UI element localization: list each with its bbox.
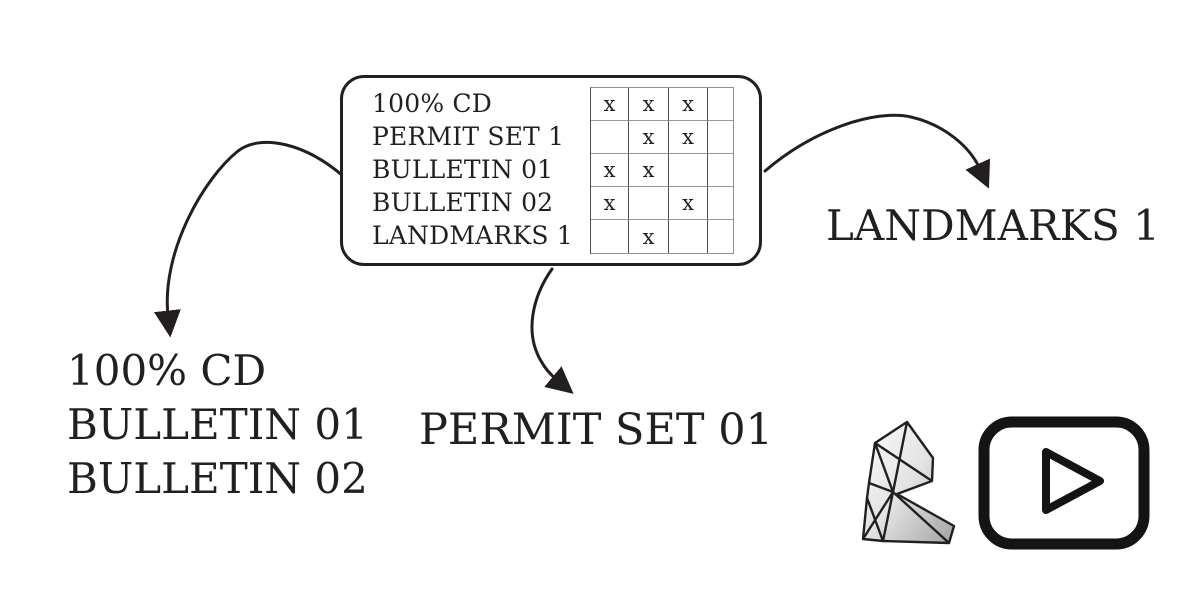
matrix-row-label: LANDMARKS 1 (372, 221, 573, 250)
matrix-cell-empty (591, 121, 629, 154)
callout-left-list-line: BULLETIN 02 (67, 454, 368, 503)
matrix-cell-marked: x (629, 88, 669, 121)
revit-logo-icon (861, 420, 956, 545)
matrix-row-label: PERMIT SET 1 (372, 122, 565, 151)
matrix-row-labels: 100% CD PERMIT SET 1 BULLETIN 01 BULLETIN 0… (372, 87, 573, 252)
callout-left-list: 100% CD BULLETIN 01 BULLETIN 02 (67, 344, 368, 506)
arrow-to-landmarks (763, 113, 991, 189)
matrix-cell-empty (708, 88, 733, 121)
matrix-cell-empty (708, 187, 733, 220)
matrix-row-label: BULLETIN 01 (372, 155, 554, 184)
matrix-cell-empty (669, 220, 708, 253)
callout-permit-label: PERMIT SET 01 (419, 405, 773, 455)
callout-landmarks-label: LANDMARKS 1 (826, 201, 1160, 250)
matrix-cell-marked: x (591, 154, 629, 187)
youtube-play-icon (978, 416, 1150, 550)
matrix-cell-empty (708, 154, 733, 187)
matrix-cell-empty (669, 154, 708, 187)
matrix-cell-marked: x (591, 187, 629, 220)
callout-left-list-line: 100% CD (67, 346, 267, 395)
matrix-cell-empty (708, 220, 733, 253)
matrix-cell-empty (629, 187, 669, 220)
arrow-to-left-list (153, 140, 345, 338)
matrix-row-label: 100% CD (372, 89, 492, 118)
matrix-cell-marked: x (669, 121, 708, 154)
matrix-cell-marked: x (629, 121, 669, 154)
logos-row (850, 393, 1160, 563)
matrix-cell-marked: x (629, 220, 669, 253)
arrow-to-permit (530, 267, 574, 394)
matrix-cell-marked: x (591, 88, 629, 121)
matrix-cell-marked: x (629, 154, 669, 187)
matrix-cell-marked: x (669, 88, 708, 121)
matrix-cell-marked: x (669, 187, 708, 220)
matrix-cell-empty (591, 220, 629, 253)
matrix-cell-empty (708, 121, 733, 154)
callout-left-list-line: BULLETIN 01 (67, 400, 368, 449)
matrix-row-label: BULLETIN 02 (372, 188, 554, 217)
revision-matrix-box: 100% CD PERMIT SET 1 BULLETIN 01 BULLETIN 0… (340, 75, 762, 266)
